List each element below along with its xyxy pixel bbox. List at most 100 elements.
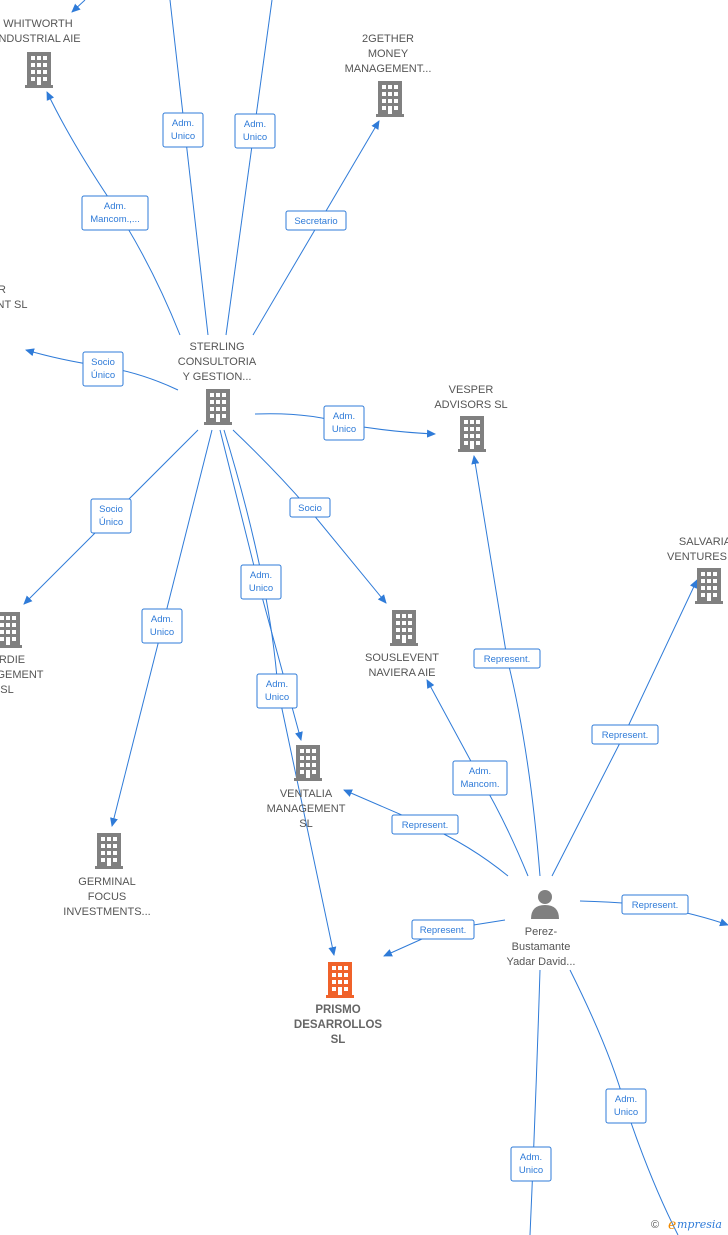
building-icon bbox=[326, 962, 354, 998]
node-leftsl[interactable]: R NT SL bbox=[0, 284, 27, 311]
edge-label-adm-mancom-whitworth[interactable]: Adm. Mancom.,... bbox=[81, 195, 149, 231]
svg-text:Adm.: Adm. bbox=[615, 1094, 637, 1105]
svg-text:Unico: Unico bbox=[171, 131, 195, 142]
edge-label-socio-unico-ardie[interactable]: Socio Único bbox=[90, 498, 132, 534]
node-ventalia[interactable]: VENTALIA MANAGEMENT SL bbox=[267, 745, 346, 830]
svg-text:SL: SL bbox=[0, 684, 13, 696]
svg-text:Mancom.: Mancom. bbox=[460, 779, 499, 790]
building-icon bbox=[95, 833, 123, 869]
node-souslevent[interactable]: SOUSLEVENT NAVIERA AIE bbox=[365, 610, 439, 679]
node-prismo[interactable]: PRISMO DESARROLLOS SL bbox=[294, 962, 383, 1046]
nodes: WHITWORTH INDUSTRIAL AIE 2GETHER MONEY M… bbox=[0, 18, 728, 1046]
svg-text:NT SL: NT SL bbox=[0, 299, 27, 311]
svg-text:MONEY: MONEY bbox=[368, 48, 409, 60]
node-whitworth[interactable]: WHITWORTH INDUSTRIAL AIE bbox=[0, 18, 81, 88]
svg-text:Mancom.,...: Mancom.,... bbox=[90, 214, 140, 225]
svg-text:SL: SL bbox=[299, 818, 312, 830]
svg-text:INVESTMENTS...: INVESTMENTS... bbox=[63, 906, 150, 918]
svg-text:Unico: Unico bbox=[614, 1107, 638, 1118]
svg-text:STERLING: STERLING bbox=[189, 341, 244, 353]
svg-text:DESARROLLOS: DESARROLLOS bbox=[294, 1019, 383, 1031]
svg-text:Adm.: Adm. bbox=[469, 766, 491, 777]
svg-text:GEMENT: GEMENT bbox=[0, 669, 44, 681]
svg-text:Adm.: Adm. bbox=[244, 119, 266, 130]
edge-line-perez-vesper bbox=[471, 455, 541, 877]
edge-label-adm-unico-bottom[interactable]: Adm. Unico bbox=[510, 1146, 552, 1182]
edge-label-represent-vesper[interactable]: Represent. bbox=[473, 648, 541, 669]
svg-text:Único: Único bbox=[91, 370, 115, 381]
node-germinal[interactable]: GERMINAL FOCUS INVESTMENTS... bbox=[63, 833, 151, 918]
svg-text:Represent.: Represent. bbox=[632, 900, 678, 911]
edge-lines bbox=[23, 0, 728, 1235]
svg-text:2GETHER: 2GETHER bbox=[362, 33, 414, 45]
node-2gether[interactable]: 2GETHER MONEY MANAGEMENT... bbox=[345, 33, 432, 117]
svg-text:Unico: Unico bbox=[243, 132, 267, 143]
edge-label-adm-unico-ventalia[interactable]: Adm. Unico bbox=[256, 673, 298, 709]
svg-text:FOCUS: FOCUS bbox=[88, 891, 127, 903]
svg-text:R: R bbox=[0, 284, 6, 296]
svg-text:Secretario: Secretario bbox=[294, 216, 337, 227]
svg-text:Unico: Unico bbox=[332, 424, 356, 435]
svg-text:SALVARIA: SALVARIA bbox=[679, 536, 728, 548]
svg-text:VENTURES: VENTURES bbox=[667, 551, 727, 563]
svg-text:Represent.: Represent. bbox=[420, 925, 466, 936]
building-icon bbox=[204, 389, 232, 425]
svg-text:VENTALIA: VENTALIA bbox=[280, 788, 333, 800]
svg-text:ADVISORS SL: ADVISORS SL bbox=[434, 399, 507, 411]
edge-label-adm-unico-prismo[interactable]: Adm. Unico bbox=[240, 564, 282, 600]
edge-label-represent-ventalia[interactable]: Represent. bbox=[391, 814, 459, 835]
svg-text:Adm.: Adm. bbox=[266, 679, 288, 690]
edge-label-represent-prismo[interactable]: Represent. bbox=[411, 919, 475, 940]
edge-label-adm-unico-top-1[interactable]: Adm. Unico bbox=[162, 112, 204, 148]
svg-text:Socio: Socio bbox=[298, 503, 322, 514]
watermark: © e mpresia bbox=[651, 1217, 722, 1233]
edge-label-adm-unico-vesper[interactable]: Adm. Unico bbox=[323, 405, 365, 441]
svg-text:Unico: Unico bbox=[249, 583, 273, 594]
svg-text:RDIE: RDIE bbox=[0, 654, 25, 666]
svg-text:VESPER: VESPER bbox=[449, 384, 494, 396]
svg-text:Represent.: Represent. bbox=[602, 730, 648, 741]
edge-label-socio-unico-left[interactable]: Socio Único bbox=[82, 351, 124, 387]
edge-label-adm-mancom-souslevent[interactable]: Adm. Mancom. bbox=[452, 760, 508, 796]
node-ardie[interactable]: RDIE GEMENT SL bbox=[0, 612, 44, 696]
building-icon bbox=[695, 568, 723, 604]
svg-text:Bustamante: Bustamante bbox=[512, 941, 571, 953]
building-icon bbox=[0, 612, 22, 648]
svg-text:Adm.: Adm. bbox=[104, 201, 126, 212]
copyright-symbol: © bbox=[651, 1219, 659, 1231]
edge-label-adm-unico-top-2[interactable]: Adm. Unico bbox=[234, 113, 276, 149]
svg-text:INDUSTRIAL AIE: INDUSTRIAL AIE bbox=[0, 33, 81, 45]
svg-text:Y GESTION...: Y GESTION... bbox=[183, 371, 252, 383]
edge-label-represent-right[interactable]: Represent. bbox=[621, 894, 689, 915]
edge-label-adm-unico-germinal[interactable]: Adm. Unico bbox=[141, 608, 183, 644]
node-sterling[interactable]: STERLING CONSULTORIA Y GESTION... bbox=[178, 341, 257, 425]
svg-text:Represent.: Represent. bbox=[402, 820, 448, 831]
building-icon bbox=[458, 416, 486, 452]
brand-logo-initial: e bbox=[668, 1217, 676, 1233]
svg-text:PRISMO: PRISMO bbox=[315, 1004, 360, 1016]
edge-label-socio-souslevent[interactable]: Socio bbox=[289, 497, 331, 518]
building-icon bbox=[294, 745, 322, 781]
svg-text:SOUSLEVENT: SOUSLEVENT bbox=[365, 652, 439, 664]
svg-text:Adm.: Adm. bbox=[172, 118, 194, 129]
edge-label-adm-unico-bottom-right[interactable]: Adm. Unico bbox=[605, 1088, 647, 1124]
edge-line-top-left bbox=[71, 0, 86, 13]
svg-text:MANAGEMENT...: MANAGEMENT... bbox=[345, 63, 432, 75]
person-icon bbox=[531, 890, 559, 919]
edge-label-secretario[interactable]: Secretario bbox=[285, 210, 347, 231]
svg-text:Yadar David...: Yadar David... bbox=[507, 956, 576, 968]
svg-text:Socio: Socio bbox=[91, 357, 115, 368]
node-vesper[interactable]: VESPER ADVISORS SL bbox=[434, 384, 508, 452]
node-perez[interactable]: Perez- Bustamante Yadar David... bbox=[507, 890, 576, 968]
building-icon bbox=[25, 52, 53, 88]
svg-text:Adm.: Adm. bbox=[151, 614, 173, 625]
svg-text:Adm.: Adm. bbox=[520, 1152, 542, 1163]
edge-label-represent-salvaria[interactable]: Represent. bbox=[591, 724, 659, 745]
svg-text:CONSULTORIA: CONSULTORIA bbox=[178, 356, 257, 368]
svg-text:Adm.: Adm. bbox=[250, 570, 272, 581]
node-salvaria[interactable]: SALVARIA VENTURES bbox=[667, 536, 728, 604]
svg-text:WHITWORTH: WHITWORTH bbox=[3, 18, 73, 30]
svg-text:Unico: Unico bbox=[265, 692, 289, 703]
svg-text:Represent.: Represent. bbox=[484, 654, 530, 665]
